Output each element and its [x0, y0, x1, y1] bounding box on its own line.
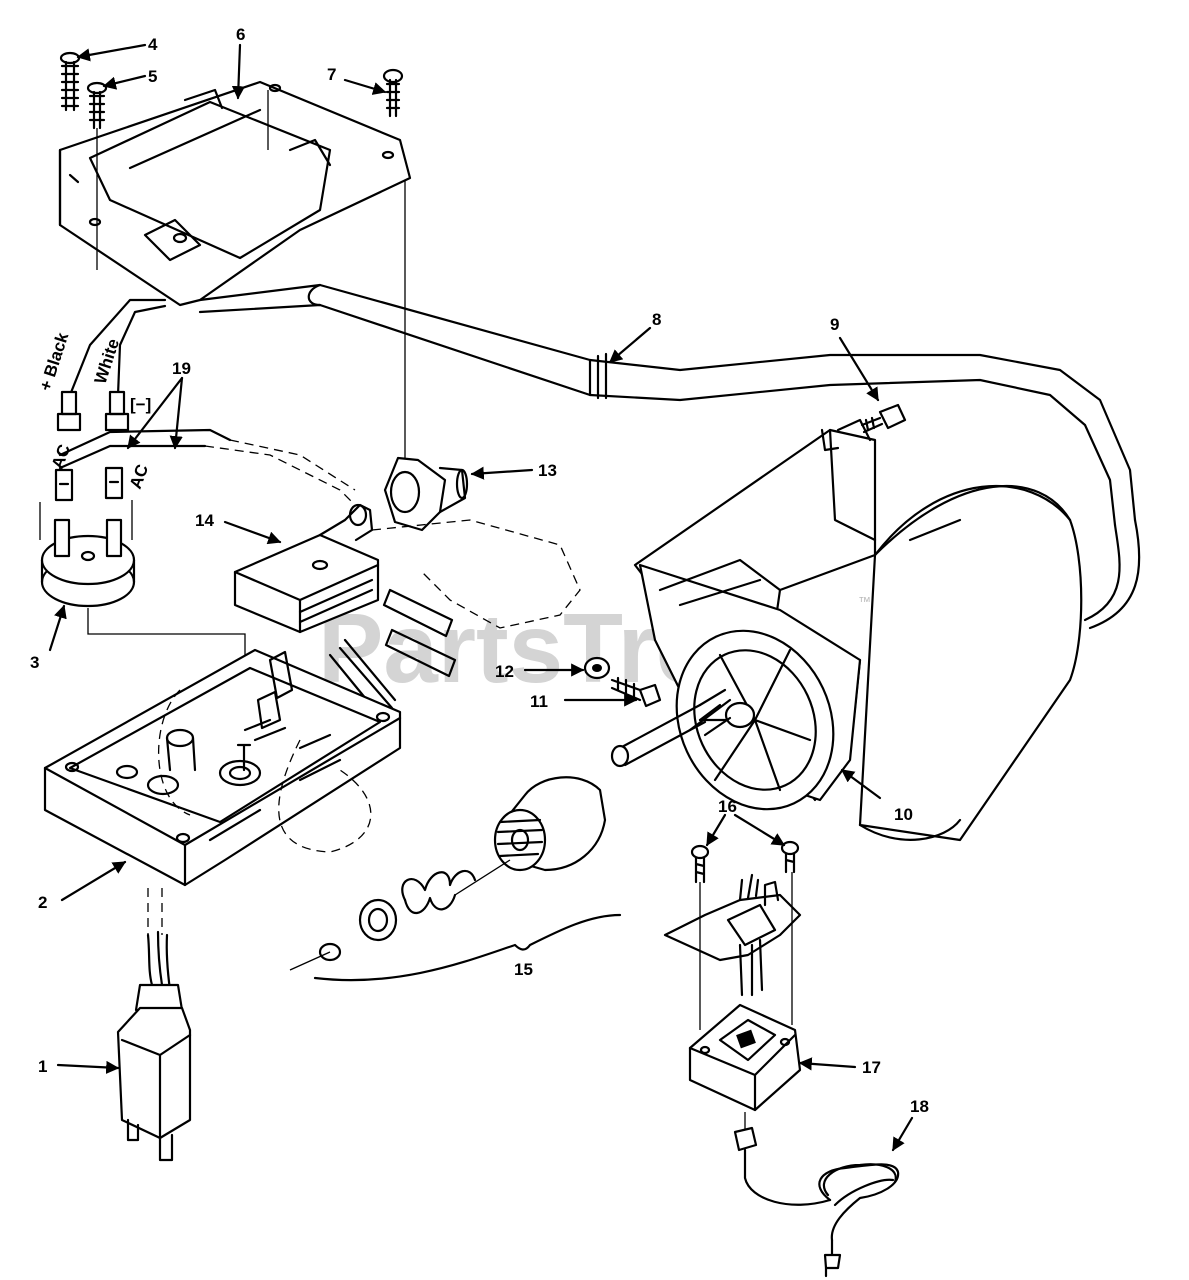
callout-6: 6 [236, 25, 245, 44]
callout-18: 18 [910, 1097, 929, 1116]
watermark-trademark: ™ [858, 594, 871, 609]
callout-17: 17 [862, 1058, 881, 1077]
part-16-screws [690, 840, 800, 884]
callout-1: 1 [38, 1057, 47, 1076]
wire-bundle [56, 298, 167, 432]
callout-10: 10 [894, 805, 913, 824]
part-18-cord-set [733, 1112, 900, 1278]
callout-15: 15 [514, 960, 533, 979]
callout-3: 3 [30, 653, 39, 672]
callout-16: 16 [718, 797, 737, 816]
callout-12: 12 [495, 662, 514, 681]
part-2-housing-base [43, 648, 402, 887]
callout-5: 5 [148, 67, 157, 86]
part-9-screw [860, 403, 907, 434]
part-12-washer [583, 656, 611, 680]
callout-8: 8 [652, 310, 661, 329]
part-1-plug [116, 888, 192, 1162]
part-10-motor [610, 418, 1083, 842]
part-8-power-cord [198, 283, 1141, 630]
part-7-screw [382, 68, 404, 118]
callout-13: 13 [538, 461, 557, 480]
callout-14: 14 [195, 511, 214, 530]
callout-9: 9 [830, 315, 839, 334]
part-17-switch-box [663, 872, 802, 1112]
callout-19: 19 [172, 359, 191, 378]
callout-11: 11 [530, 692, 548, 711]
part-4-screw [59, 51, 81, 112]
part-19-ac-terminals [54, 428, 356, 506]
callout-7: 7 [327, 65, 336, 84]
callout-2: 2 [38, 893, 47, 912]
part-6-housing-cover [58, 80, 412, 307]
part-14-switch-block [233, 503, 380, 634]
ac-label-right: AC [126, 462, 152, 492]
wire-label-negative: [−] [130, 395, 151, 414]
callout-arrows [48, 43, 914, 1152]
part-5-screw [86, 81, 108, 130]
part-13-grommet [383, 456, 469, 532]
part-15-drive-assembly [289, 776, 622, 982]
ac-label-left: AC [48, 442, 74, 472]
callout-4: 4 [148, 35, 158, 54]
wire-label-black: + Black [36, 330, 73, 393]
part-3-rectifier [40, 518, 136, 608]
